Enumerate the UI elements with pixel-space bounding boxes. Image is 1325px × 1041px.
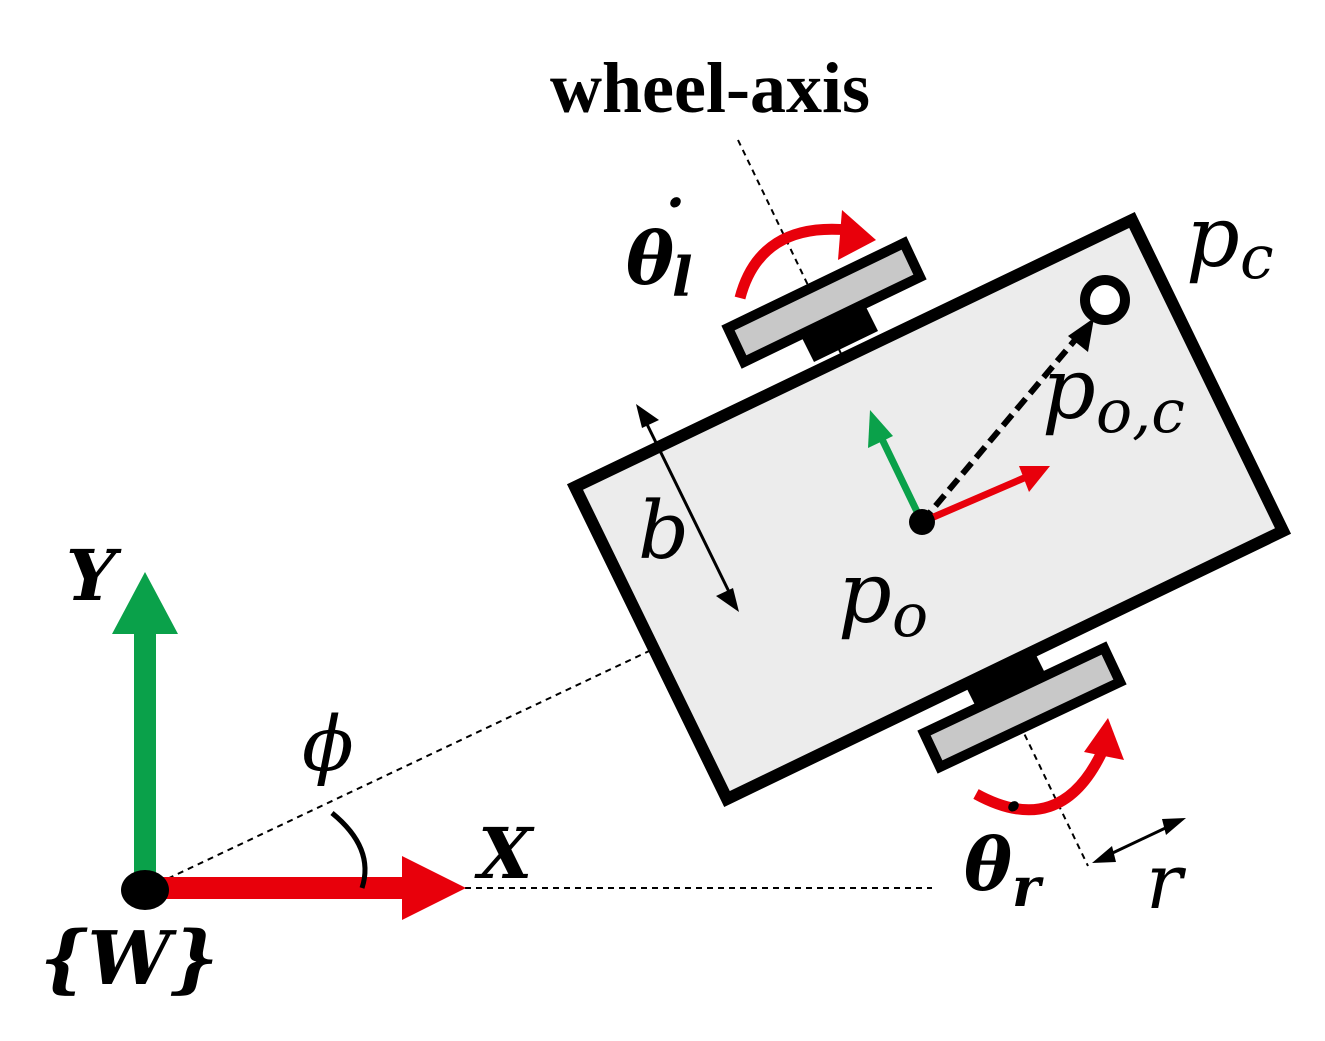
x-axis-label: X [474, 812, 535, 895]
right-wheel-rotation-arrow [973, 718, 1124, 816]
world-origin-point [121, 870, 169, 910]
p-o-subscript: o [892, 581, 928, 651]
left-wheel-rotation-arrow [734, 210, 876, 300]
radius-arrow [1092, 818, 1186, 863]
wheel-axis-title: wheel-axis [550, 48, 870, 128]
p-oc-subscript: o,c [1096, 377, 1185, 447]
b-label: b [638, 484, 689, 577]
robot-body [566, 212, 1292, 807]
width-arrow [636, 404, 739, 612]
p-oc-label: p o,c [1042, 340, 1185, 447]
p-oc-symbol: p [1042, 340, 1096, 438]
p-o-label: p o [838, 544, 928, 651]
theta-r-symbol: θ [964, 822, 1012, 907]
phi-label: ϕ [302, 699, 354, 788]
theta-l-label: ˙ θ l [626, 186, 693, 309]
theta-r-subscript: r [1012, 855, 1044, 919]
heading-angle-arc [330, 811, 368, 889]
p-c-symbol: p [1186, 188, 1240, 286]
offset-vector-arrow [919, 318, 1094, 524]
p-o-symbol: p [838, 544, 892, 642]
robot-origin-point [909, 509, 935, 535]
body-x-arrow [920, 466, 1050, 526]
y-axis-label: Y [66, 534, 122, 617]
theta-l-dot: ˙ [652, 186, 688, 271]
p-c-label: p c [1186, 188, 1274, 293]
r-label: r [1146, 837, 1187, 926]
wheel-axis-line [737, 139, 1089, 867]
left-wheel [721, 236, 927, 369]
p-c-subscript: c [1240, 223, 1274, 293]
theta-l-symbol: θ [626, 216, 674, 301]
target-point [1080, 275, 1130, 325]
body-y-arrow [868, 410, 926, 524]
theta-r-label: ˙ θ r [964, 790, 1044, 919]
theta-l-subscript: l [672, 245, 693, 309]
theta-r-dot: ˙ [990, 790, 1026, 875]
world-x-axis-arrow [150, 856, 466, 920]
world-y-axis-arrow [112, 572, 178, 880]
world-frame-label: {W} [40, 916, 218, 1002]
right-wheel [917, 641, 1127, 774]
